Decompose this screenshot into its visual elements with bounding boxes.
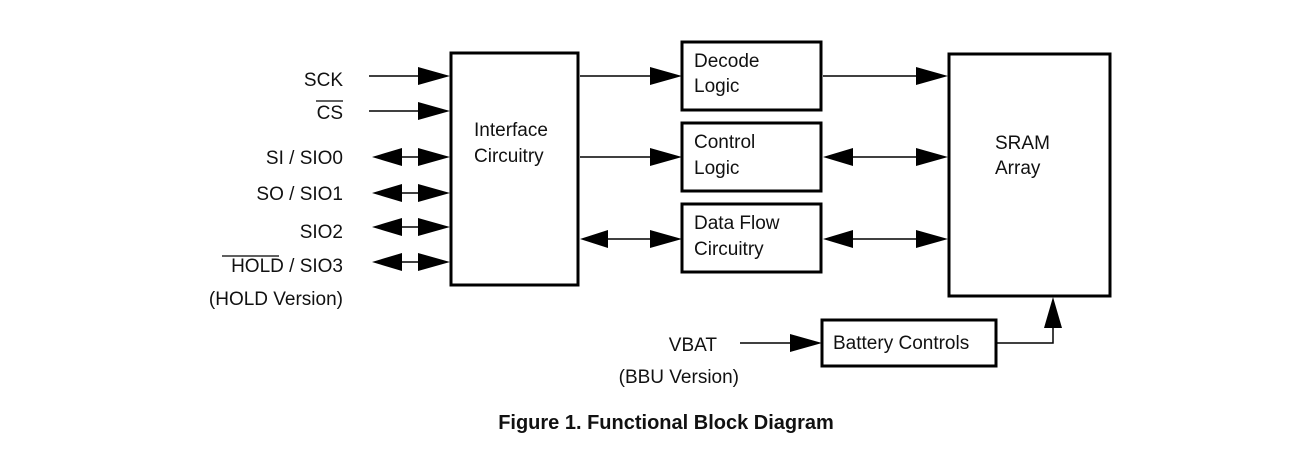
arrow-interface-dataflow: [580, 230, 682, 248]
block-battery-controls: Battery Controls: [820, 318, 998, 368]
signal-label-cs: CS: [317, 103, 343, 124]
signal-label-sio2: SIO2: [300, 222, 343, 243]
arrow-cs: [369, 102, 450, 120]
bbu-version-note: (BBU Version): [619, 367, 739, 388]
arrow-sck: [369, 67, 450, 85]
signal-label-sck: SCK: [304, 70, 343, 91]
arrow-interface-to-control: [580, 148, 682, 166]
arrow-sio3: [372, 253, 450, 271]
block-control-logic: Control Logic: [680, 121, 823, 193]
control-label-line2: Logic: [694, 158, 739, 179]
arrow-sio0: [372, 148, 450, 166]
battery-label: Battery Controls: [833, 333, 969, 354]
signal-label-sio1: SO / SIO1: [256, 184, 343, 205]
sram-label-line1: SRAM: [995, 133, 1050, 154]
arrow-vbat-to-battery: [740, 334, 822, 352]
block-sram-array: SRAM Array: [947, 52, 1112, 298]
signal-label-sio3: HOLD / SIO3: [231, 256, 343, 277]
decode-label-line2: Logic: [694, 76, 739, 97]
arrow-dataflow-sram: [823, 230, 948, 248]
block-interface-circuitry: Interface Circuitry: [449, 51, 580, 287]
arrow-decode-to-sram: [823, 67, 948, 85]
sram-label-line2: Array: [995, 158, 1041, 179]
interface-label-line2: Circuitry: [474, 146, 544, 167]
arrow-interface-to-decode: [580, 67, 682, 85]
block-decode-logic: Decode Logic: [680, 40, 823, 112]
signal-label-sio0: SI / SIO0: [266, 148, 343, 169]
decode-label-line1: Decode: [694, 51, 760, 72]
block-data-flow-circuitry: Data Flow Circuitry: [680, 202, 823, 274]
dataflow-label-line2: Circuitry: [694, 239, 764, 260]
arrow-sio2: [372, 218, 450, 236]
figure-caption: Figure 1. Functional Block Diagram: [498, 412, 834, 434]
vbat-label: VBAT: [669, 335, 718, 356]
interface-label-line1: Interface: [474, 120, 548, 141]
control-label-line1: Control: [694, 132, 755, 153]
arrow-sio1: [372, 184, 450, 202]
dataflow-label-line1: Data Flow: [694, 213, 780, 234]
hold-version-note: (HOLD Version): [209, 289, 343, 310]
arrow-battery-to-sram: [997, 297, 1062, 344]
arrow-control-sram: [823, 148, 948, 166]
